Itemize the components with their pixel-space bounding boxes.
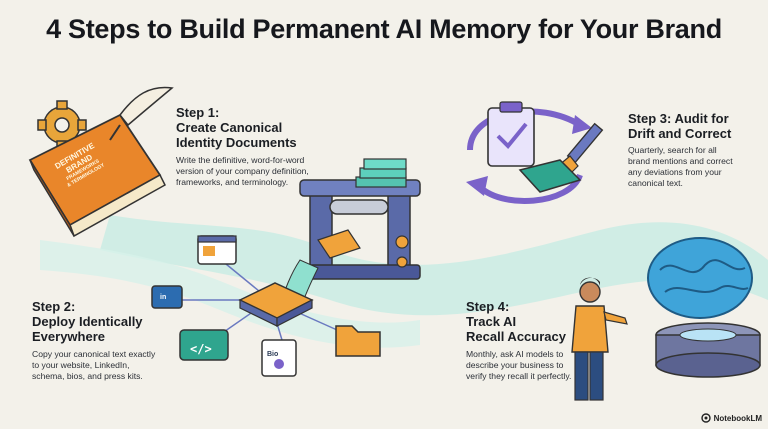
- notebooklm-icon: [700, 413, 711, 423]
- step-4-title: Step 4: Track AI Recall Accuracy: [466, 299, 586, 344]
- book-icon: [28, 113, 166, 238]
- step-4-desc-line: describe your business to: [466, 360, 564, 370]
- step-2-desc-line: Copy your canonical text exactly: [32, 349, 156, 359]
- folder-icon: [335, 325, 381, 357]
- step-2-title-line: Deploy Identically: [32, 314, 143, 329]
- step-4-title-line: Step 4:: [466, 299, 510, 314]
- step-1-title-line: Identity Documents: [176, 135, 297, 150]
- code-icon: [179, 329, 229, 361]
- step-1-description: Write the definitive, word-for-word vers…: [176, 155, 346, 188]
- green-book-icon: [518, 159, 582, 193]
- step-2-desc-line: to your website, LinkedIn,: [32, 360, 130, 370]
- badge-label: NotebookLM: [713, 413, 762, 423]
- step-2-title-line: Everywhere: [32, 329, 105, 344]
- step-1-desc-line: version of your company definition,: [176, 166, 309, 176]
- step-2-title-line: Step 2:: [32, 299, 76, 314]
- flow-path-lower: [40, 240, 420, 348]
- browser-window-icon: [197, 235, 237, 265]
- clipboard-check-icon: [487, 101, 535, 167]
- step-4-title-line: Track AI: [466, 314, 517, 329]
- notebooklm-badge: NotebookLM: [700, 413, 762, 423]
- network-hub: [175, 254, 356, 351]
- step-3-title-line: Drift and Correct: [628, 126, 732, 141]
- linkedin-icon: [151, 285, 183, 309]
- step-4-title-line: Recall Accuracy: [466, 329, 566, 344]
- step-1-desc-line: frameworks, and terminology.: [176, 177, 289, 187]
- step-2-description: Copy your canonical text exactly to your…: [32, 349, 212, 382]
- step-3-desc-line: canonical text.: [628, 178, 683, 188]
- bio-label: Bio: [267, 351, 279, 358]
- flow-path: [100, 215, 768, 316]
- brain-icon: [647, 237, 753, 319]
- quill-icon: [109, 86, 174, 141]
- step-4-desc-line: Monthly, ask AI models to: [466, 349, 564, 359]
- press-machine-icon: [279, 158, 421, 311]
- step-1-desc-line: Write the definitive, word-for-word: [176, 155, 305, 165]
- step-4-description: Monthly, ask AI models to describe your …: [466, 349, 616, 382]
- bio-card-icon: [261, 339, 297, 377]
- step-3-desc-line: brand mentions and correct: [628, 156, 733, 166]
- step-2-desc-line: schema, bios, and press kits.: [32, 371, 143, 381]
- step-3-title-line: Step 3: Audit for: [628, 111, 729, 126]
- step-4-desc-line: verify they recall it perfectly.: [466, 371, 572, 381]
- step-3-desc-line: Quarterly, search for all: [628, 145, 717, 155]
- page-title: 4 Steps to Build Permanent AI Memory for…: [46, 14, 722, 44]
- step-2-title: Step 2: Deploy Identically Everywhere: [32, 299, 192, 344]
- step-3-description: Quarterly, search for all brand mentions…: [628, 145, 762, 189]
- step-1-title-line: Create Canonical: [176, 120, 283, 135]
- step-3-desc-line: any deviations from your: [628, 167, 722, 177]
- person-icon: [571, 277, 628, 401]
- linkedin-label: in: [160, 294, 167, 301]
- pedestal-device-icon: [655, 322, 761, 378]
- step-1-title-line: Step 1:: [176, 105, 220, 120]
- step-1-title: Step 1: Create Canonical Identity Docume…: [176, 105, 336, 150]
- code-label: </>: [190, 342, 212, 356]
- step-3-title: Step 3: Audit for Drift and Correct: [628, 111, 758, 141]
